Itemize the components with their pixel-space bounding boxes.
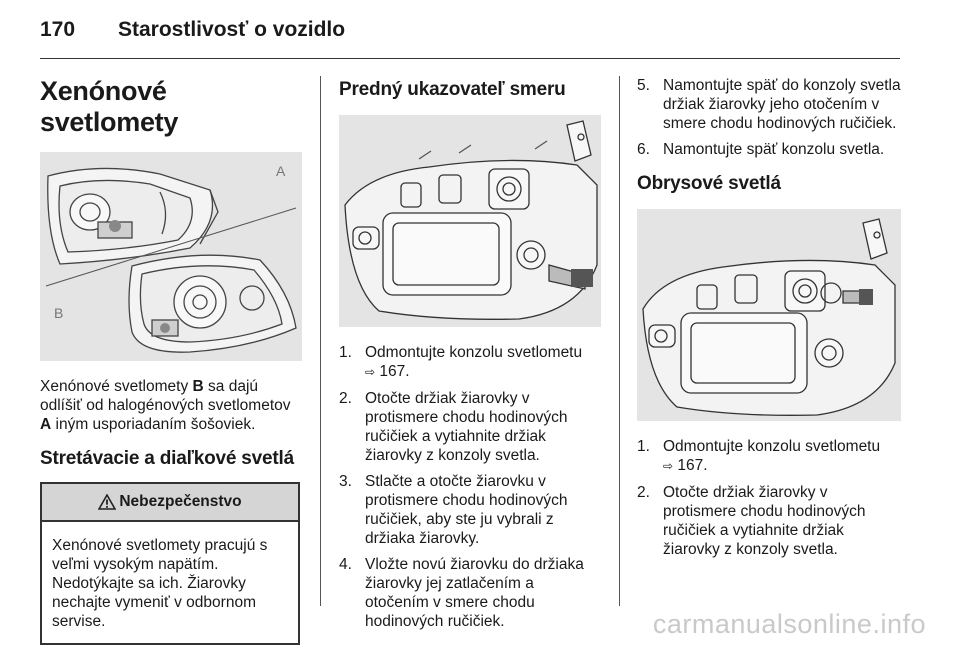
column-divider-1	[320, 76, 321, 606]
intro-ref-a: A	[40, 416, 52, 433]
figure-label-b: B	[54, 305, 63, 321]
step-text: Stlačte a otočte žiarovku v protismere c…	[365, 473, 568, 547]
step-number: 5.	[637, 77, 650, 94]
intro-text-2: sa dajú odlíšiť od halogénových svetlome…	[40, 378, 291, 414]
warning-triangle-icon	[98, 494, 117, 510]
position-light-illustration	[637, 209, 901, 421]
page-reference[interactable]: 167.	[379, 363, 410, 380]
page-reference-arrow-icon: ⇨	[365, 365, 376, 379]
step-text: Namontujte späť do konzoly svetla držiak…	[663, 77, 901, 132]
headlamp-illustration: A B	[40, 152, 302, 361]
xenon-intro-text: Xenónové svetlomety B sa dajú odlíšiť od…	[40, 377, 302, 434]
step-text: Otočte držiak žiarovky v protismere chod…	[663, 484, 866, 558]
step-number: 2.	[339, 390, 352, 407]
list-item: 5. Namontujte späť do konzoly svetla drži…	[637, 76, 901, 133]
intro-ref-b: B	[192, 378, 204, 395]
page-number: 170	[40, 18, 76, 41]
turn-signal-steps-continued: 5. Namontujte späť do konzoly svetla drži…	[637, 76, 901, 159]
headlamp-comparison-figure: A B	[40, 152, 302, 361]
section-heading-low-high-beam: Stretávacie a diaľkové svetlá	[40, 448, 294, 469]
list-item: 1. Odmontujte konzolu svetlometu ⇨ 167.	[637, 437, 901, 476]
headlamp-rear-housing-drawing	[642, 218, 896, 416]
right-column: 5. Namontujte späť do konzoly svetla drži…	[637, 76, 901, 566]
figure-label-a: A	[276, 163, 286, 179]
intro-text-3: iným usporiadaním šošoviek.	[51, 416, 256, 433]
chapter-title: Starostlivosť o vozidlo	[118, 18, 346, 41]
list-item: 2. Otočte držiak žiarovky v protismere ch…	[339, 389, 601, 465]
step-text: Odmontujte konzolu svetlometu	[365, 344, 583, 361]
step-number: 6.	[637, 141, 650, 158]
step-text: Otočte držiak žiarovky v protismere chod…	[365, 390, 568, 464]
position-light-steps: 1. Odmontujte konzolu svetlometu ⇨ 167. 2.…	[637, 437, 901, 559]
headlamp-rear-housing-drawing	[344, 120, 598, 320]
step-number: 3.	[339, 473, 352, 490]
step-text: Namontujte späť konzolu svetla.	[663, 141, 885, 158]
step-number: 2.	[637, 484, 650, 501]
list-item: 1. Odmontujte konzolu svetlometu ⇨ 167.	[339, 343, 601, 382]
position-light-figure	[637, 209, 901, 421]
warning-title: Nebezpečenstvo	[119, 493, 242, 510]
step-number: 1.	[637, 438, 650, 455]
page-reference-arrow-icon: ⇨	[663, 459, 674, 473]
turn-signal-illustration	[339, 115, 601, 327]
xenon-headlamp-drawing	[128, 254, 297, 353]
halogen-headlamp-drawing	[47, 167, 219, 265]
step-number: 1.	[339, 344, 352, 361]
watermark: carmanualsonline.info	[652, 609, 926, 639]
left-column: Xenónové svetlomety A	[40, 76, 302, 645]
list-item: 6. Namontujte späť konzolu svetla.	[637, 140, 901, 159]
section-heading-position-lights: Obrysové svetlá	[637, 173, 781, 194]
column-divider-2	[619, 76, 620, 606]
step-text: Vložte novú žiarovku do držiaka žiarovky…	[365, 556, 584, 630]
header-divider	[40, 58, 900, 59]
list-item: 3. Stlačte a otočte žiarovku v protismere…	[339, 472, 601, 548]
warning-header: Nebezpečenstvo	[42, 484, 298, 522]
step-number: 4.	[339, 556, 352, 573]
middle-column: Predný ukazovateľ smeru	[339, 76, 601, 638]
list-item: 2. Otočte držiak žiarovky v protismere ch…	[637, 483, 901, 559]
list-item: 4. Vložte novú žiarovku do držiaka žiarov…	[339, 555, 601, 631]
step-text: Odmontujte konzolu svetlometu	[663, 438, 881, 455]
intro-text-1: Xenónové svetlomety	[40, 378, 193, 395]
turn-signal-steps: 1. Odmontujte konzolu svetlometu ⇨ 167. 2.…	[339, 343, 601, 631]
danger-warning-box: Nebezpečenstvo Xenónové svetlomety pracu…	[40, 482, 300, 645]
section-heading-turn-signal: Predný ukazovateľ smeru	[339, 79, 566, 100]
warning-text: Xenónové svetlomety pracujú s veľmi vyso…	[52, 537, 268, 630]
turn-signal-figure	[339, 115, 601, 327]
page-reference[interactable]: 167.	[677, 457, 708, 474]
page-heading: Xenónové svetlomety	[40, 76, 179, 137]
